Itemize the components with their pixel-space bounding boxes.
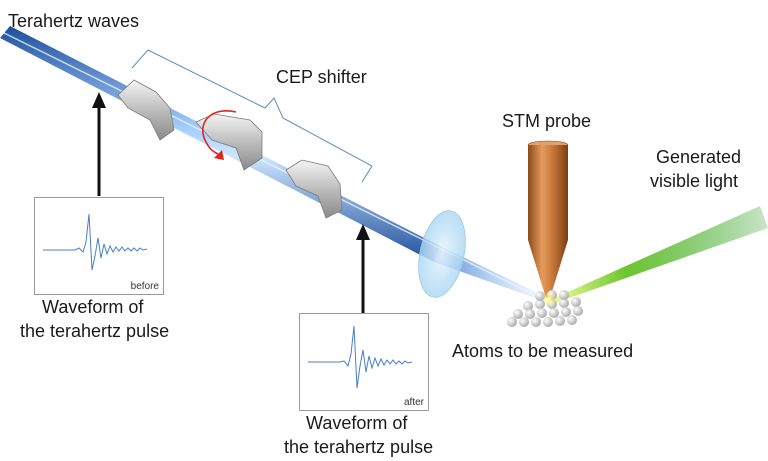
waveform-after-label-line1: Waveform of [306, 413, 408, 433]
waveform-before-label-line1: Waveform of [42, 297, 144, 317]
cep-shifter-bracket [131, 49, 373, 183]
stm-probe [527, 140, 569, 298]
stm-probe-label: STM probe [502, 111, 592, 131]
waveform-before-label-line2: the terahertz pulse [20, 321, 170, 341]
cep-shifter-label: CEP shifter [276, 67, 367, 87]
generated-light-label-line2: visible light [650, 171, 739, 191]
generated-light-beam [550, 206, 768, 304]
waveform-after-plot [308, 325, 413, 389]
waveform-after-label-line2: the terahertz pulse [284, 437, 434, 457]
waveform-after-inset: after [299, 313, 429, 411]
optical-plate [418, 210, 466, 298]
waveform-before-tag: before [130, 281, 159, 292]
atoms-label: Atoms to be measured [452, 341, 634, 361]
cep-shifter [117, 79, 343, 219]
arrow-before [92, 92, 106, 196]
terahertz-waves-label: Terahertz waves [8, 11, 140, 31]
rotation-arrow-icon [201, 110, 237, 160]
generated-light-label-line1: Generated [656, 147, 742, 167]
waveform-before-plot [43, 213, 148, 271]
waveform-before-inset: before [34, 197, 164, 295]
arrow-after [356, 224, 370, 313]
waveform-after-tag: after [403, 397, 424, 408]
atoms-cluster [507, 290, 583, 327]
